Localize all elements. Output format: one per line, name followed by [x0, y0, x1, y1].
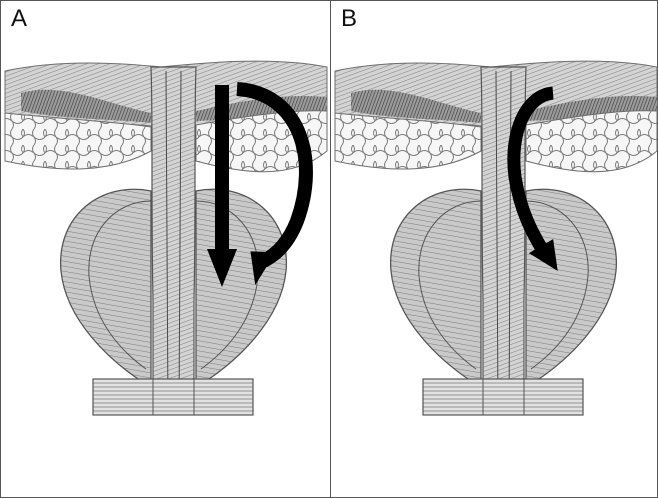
panel-label-b: B [341, 7, 357, 31]
panel-b-drawing [331, 1, 658, 497]
panel-b: B [331, 1, 658, 497]
anatomy-drawing-a [5, 61, 327, 415]
panel-a-drawing [1, 1, 330, 497]
panel-label-a: A [11, 7, 27, 31]
panel-a: A [1, 1, 330, 497]
anatomy-drawing-b [335, 61, 657, 415]
